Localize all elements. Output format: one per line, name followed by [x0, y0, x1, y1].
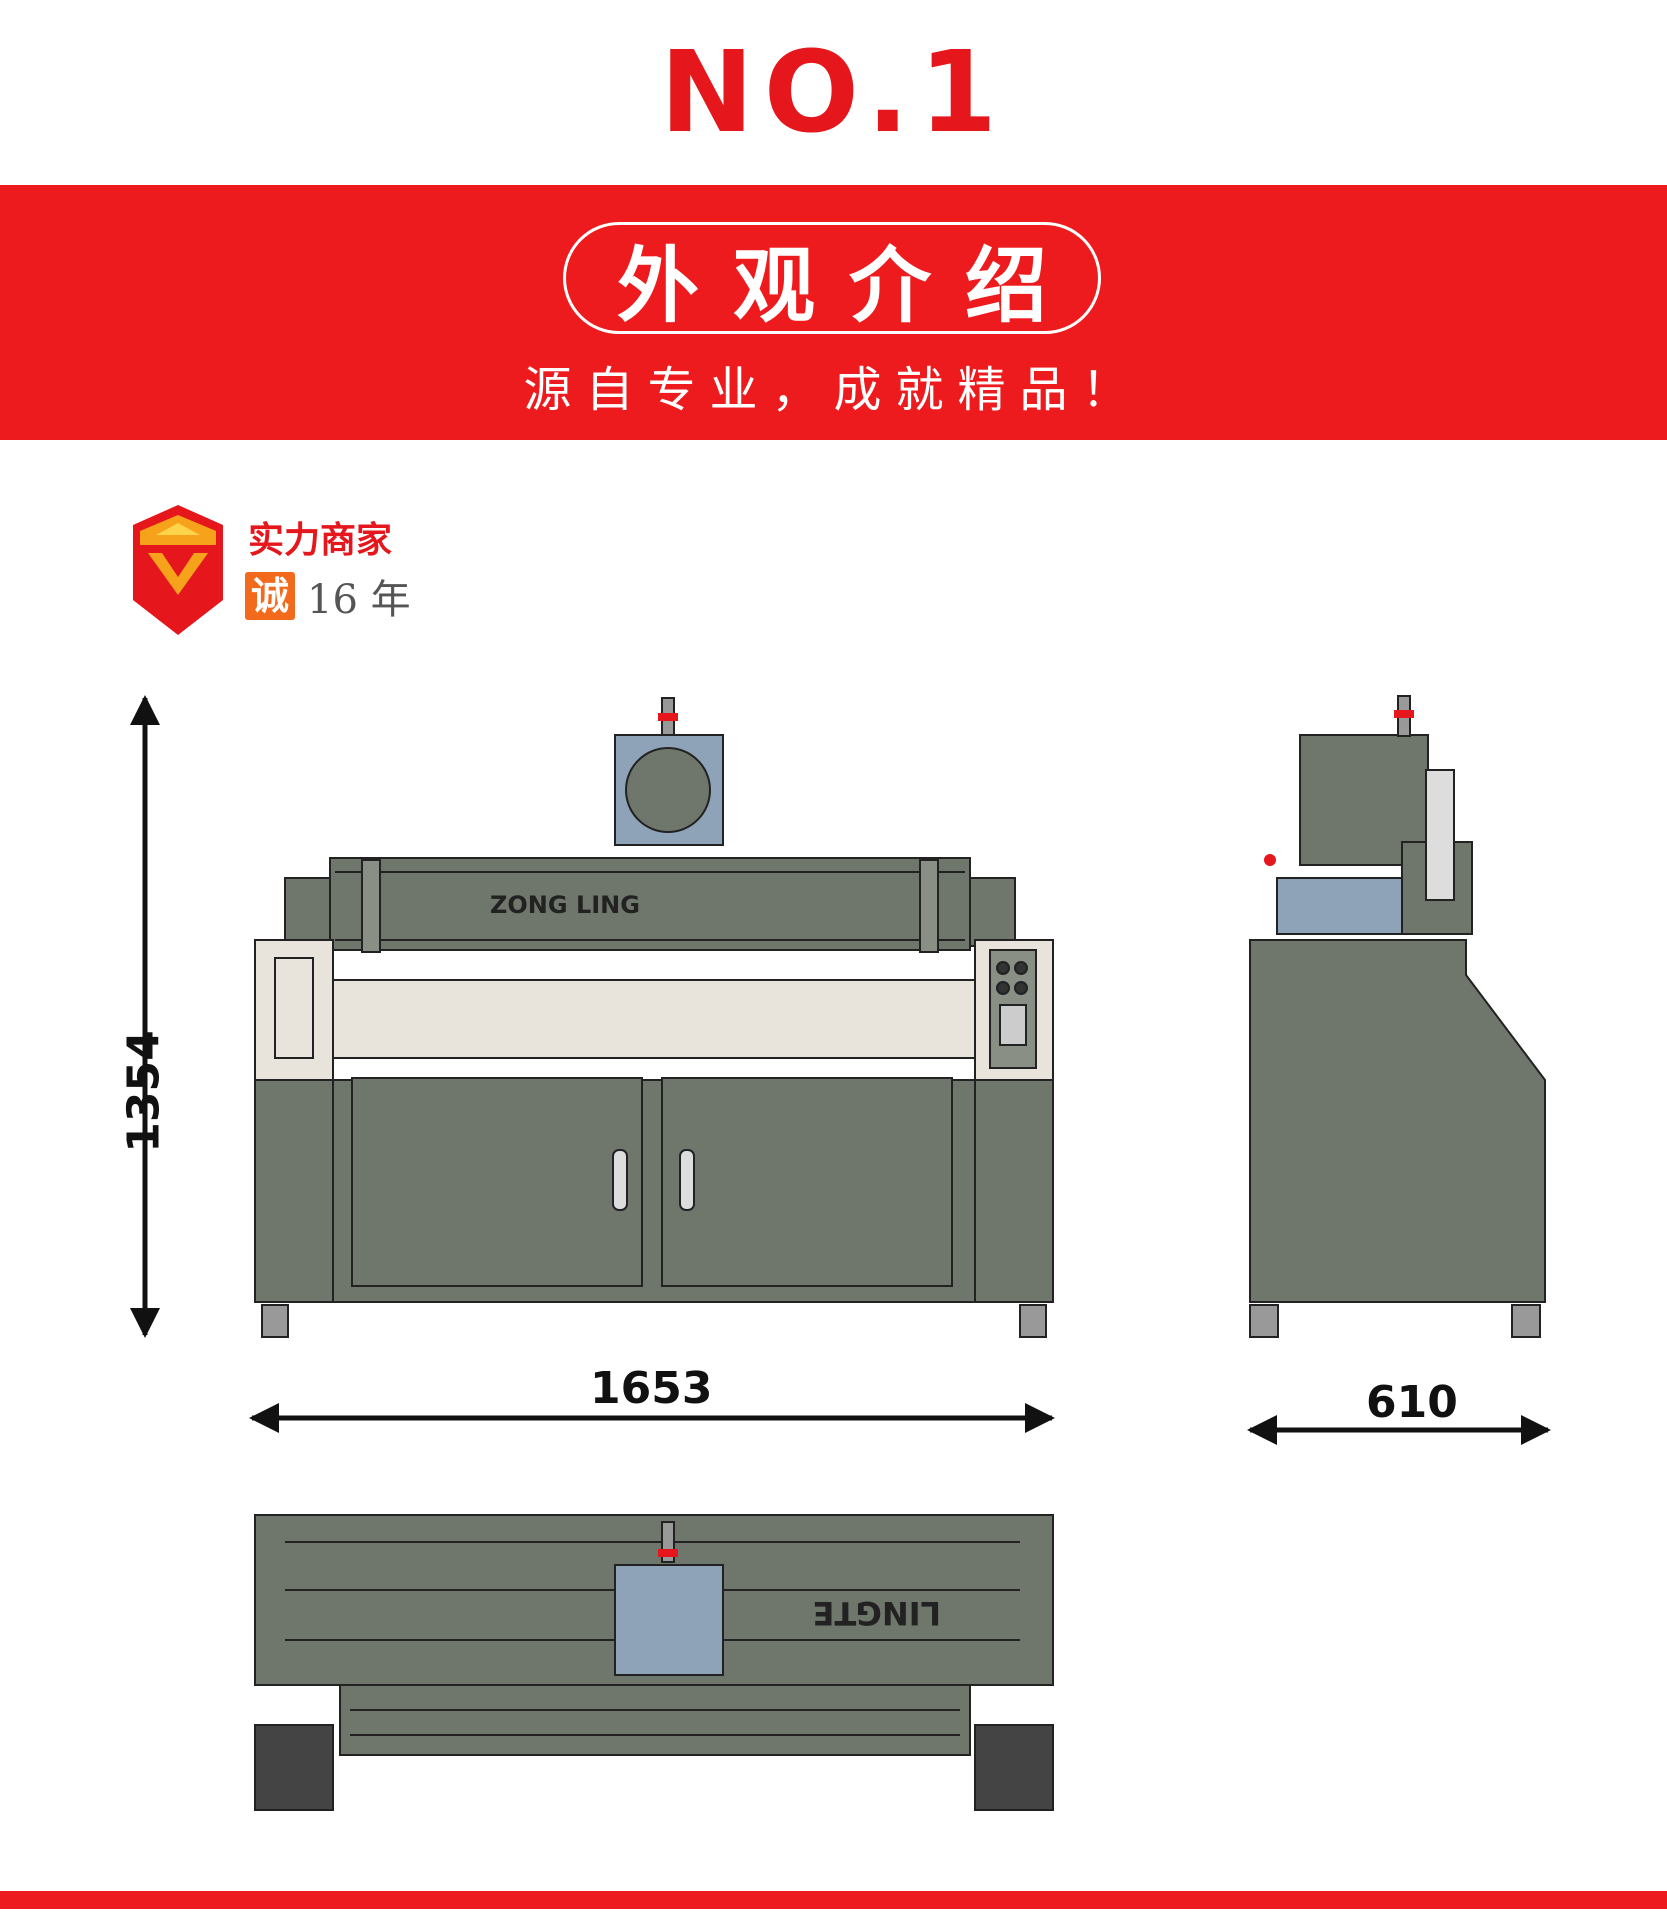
- section-title: 外观介绍: [616, 238, 1081, 334]
- depth-dimension: 610: [1366, 1377, 1458, 1428]
- shield-logo-icon: [133, 505, 223, 635]
- years-label: 16 年: [307, 577, 411, 623]
- front-brand-label: ZONG LING: [490, 891, 640, 919]
- slogan: 源自专业，成就精品！: [523, 362, 1144, 418]
- cheng-mark: 诚: [245, 572, 295, 620]
- front-view: [254, 697, 1054, 1338]
- bottom-divider: [0, 1891, 1667, 1909]
- side-view: [1249, 695, 1546, 1338]
- seller-badge: 实力商家 诚 16 年: [128, 505, 411, 639]
- section-number: NO.1: [660, 28, 1007, 158]
- width-dimension: 1653: [590, 1363, 713, 1414]
- height-dimension: 1354: [118, 1030, 170, 1153]
- title-banner: [0, 185, 1667, 440]
- section-title-pill: 外观介绍: [563, 222, 1101, 334]
- top-brand-label: LINGTE: [813, 1594, 941, 1632]
- top-view: [254, 1514, 1054, 1811]
- badge-years: 诚 16 年: [245, 567, 411, 625]
- badge-title: 实力商家: [248, 519, 393, 561]
